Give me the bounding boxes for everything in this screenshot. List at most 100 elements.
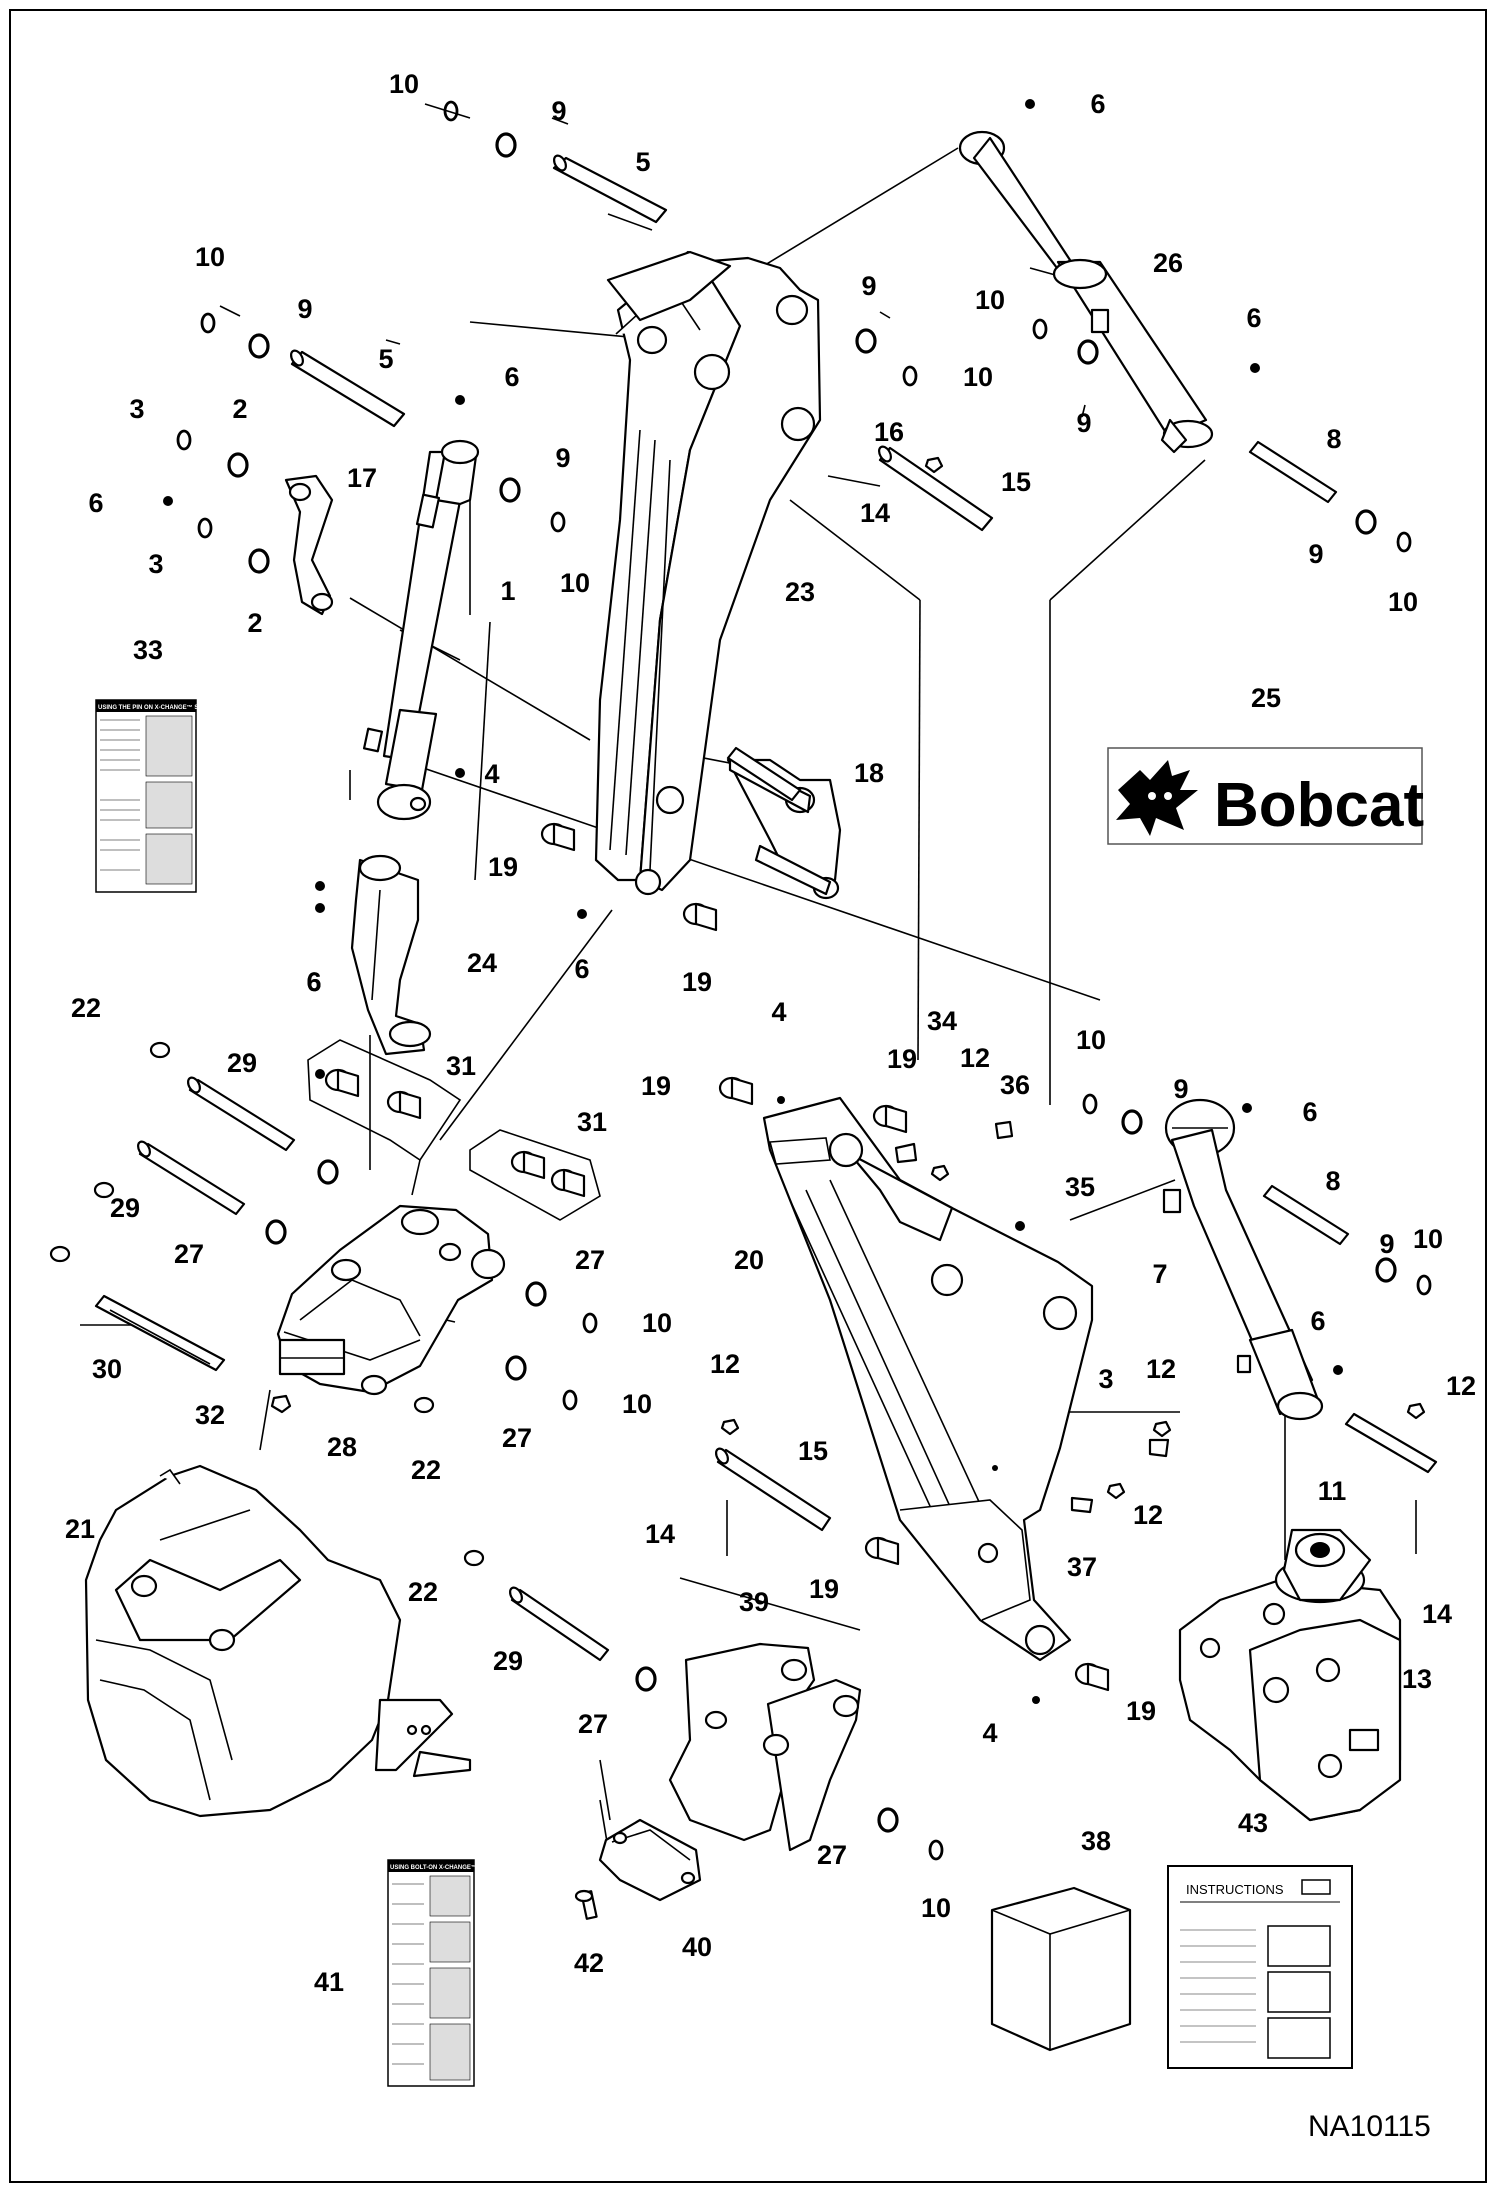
bucket-21[interactable]	[84, 1464, 472, 1818]
callout-16: 16	[874, 417, 904, 447]
callout-19: 19	[682, 967, 712, 997]
callout-2: 2	[232, 394, 247, 424]
callout-13: 13	[1402, 1664, 1432, 1694]
callout-31: 31	[446, 1051, 476, 1081]
callout-37: 37	[1067, 1552, 1097, 1582]
callout-28: 28	[327, 1432, 357, 1462]
brand-name: Bobcat	[1214, 771, 1424, 840]
decal-33-title: USING THE PIN ON X-CHANGE™ SYSTEM	[98, 704, 219, 711]
callout-3: 3	[129, 394, 144, 424]
callout-41: 41	[314, 1967, 344, 1997]
callout-12: 12	[1133, 1500, 1163, 1530]
callout-29: 29	[110, 1193, 140, 1223]
bolts-14[interactable]	[726, 475, 1417, 1556]
pins[interactable]	[94, 154, 1438, 1662]
bushing-boxes	[307, 1039, 601, 1221]
callout-10: 10	[975, 285, 1005, 315]
drawing-number: NA10115	[1308, 2110, 1431, 2143]
callout-19: 19	[887, 1044, 917, 1074]
bucket-cylinder[interactable]	[958, 130, 1214, 454]
callout-12: 12	[960, 1043, 990, 1073]
callout-8: 8	[1325, 1166, 1340, 1196]
callout-26: 26	[1153, 248, 1183, 278]
dipper-cylinder[interactable]	[1162, 1098, 1324, 1421]
callout-24: 24	[467, 948, 497, 978]
callout-6: 6	[88, 488, 103, 518]
callout-10: 10	[1076, 1025, 1106, 1055]
callout-29: 29	[227, 1048, 257, 1078]
swing-frame-13[interactable]	[1178, 1528, 1402, 1822]
callout-14: 14	[860, 498, 890, 528]
callout-32: 32	[195, 1400, 225, 1430]
callout-33: 33	[133, 635, 163, 665]
callout-9: 9	[1076, 408, 1091, 438]
callout-9: 9	[555, 443, 570, 473]
callout-14: 14	[1422, 1599, 1452, 1629]
callout-14: 14	[645, 1519, 675, 1549]
callout-10: 10	[921, 1893, 951, 1923]
bobcat-logo-decal: Bobcat	[1107, 747, 1424, 845]
plate-40[interactable]	[598, 1818, 702, 1902]
callout-9: 9	[1308, 539, 1323, 569]
link-18[interactable]	[726, 754, 842, 900]
callout-20: 20	[734, 1245, 764, 1275]
callout-6: 6	[1302, 1097, 1317, 1127]
bucket-link-24[interactable]	[350, 854, 432, 1056]
boom-pivot-ends	[606, 250, 732, 322]
callout-19: 19	[488, 852, 518, 882]
callout-3: 3	[1098, 1364, 1113, 1394]
boom-cylinder[interactable]	[362, 439, 480, 821]
bobcat-head-icon	[1116, 760, 1198, 836]
callout-5: 5	[635, 147, 650, 177]
callout-17: 17	[347, 463, 377, 493]
callout-22: 22	[408, 1577, 438, 1607]
drawing-border	[9, 9, 1487, 2183]
callout-4: 4	[484, 759, 499, 789]
callout-15: 15	[1001, 467, 1031, 497]
callout-9: 9	[297, 294, 312, 324]
bolt-42[interactable]	[574, 1889, 598, 1920]
callout-9: 9	[551, 96, 566, 126]
main-boom[interactable]	[594, 250, 822, 896]
callout-6: 6	[306, 967, 321, 997]
callout-25: 25	[1251, 683, 1281, 713]
callout-10: 10	[963, 362, 993, 392]
callout-19: 19	[641, 1071, 671, 1101]
callout-10: 10	[389, 69, 419, 99]
callout-43: 43	[1238, 1808, 1268, 1838]
callout-29: 29	[493, 1646, 523, 1676]
callout-39: 39	[739, 1587, 769, 1617]
callout-6: 6	[1246, 303, 1261, 333]
callout-6: 6	[574, 954, 589, 984]
callout-12: 12	[1146, 1354, 1176, 1384]
callout-12: 12	[710, 1349, 740, 1379]
callout-23: 23	[785, 577, 815, 607]
callout-42: 42	[574, 1948, 604, 1978]
callout-6: 6	[504, 362, 519, 392]
nuts-and-clips[interactable]	[49, 456, 1426, 1567]
callout-36: 36	[1000, 1070, 1030, 1100]
callout-18: 18	[854, 758, 884, 788]
callout-27: 27	[578, 1709, 608, 1739]
idler-link-17[interactable]	[284, 474, 334, 616]
callout-9: 9	[1379, 1229, 1394, 1259]
arm-dipper[interactable]	[762, 1096, 1094, 1662]
callout-7: 7	[1152, 1259, 1167, 1289]
callout-27: 27	[817, 1840, 847, 1870]
callout-5: 5	[378, 344, 393, 374]
decal-33: USING THE PIN ON X-CHANGE™ SYSTEM	[95, 699, 219, 893]
grease-fittings[interactable]	[163, 99, 1343, 1704]
bucket-adapter-28[interactable]	[276, 1204, 506, 1396]
callout-10: 10	[622, 1389, 652, 1419]
callout-6: 6	[1310, 1306, 1325, 1336]
bolt-on-adapter-39[interactable]	[668, 1642, 862, 1852]
callout-19: 19	[1126, 1696, 1156, 1726]
callout-34: 34	[927, 1006, 957, 1036]
bushings[interactable]	[324, 822, 1110, 1692]
callout-35: 35	[1065, 1172, 1095, 1202]
callout-15: 15	[798, 1436, 828, 1466]
washers-and-snap-rings[interactable]	[176, 100, 1432, 1861]
callout-21: 21	[65, 1514, 95, 1544]
